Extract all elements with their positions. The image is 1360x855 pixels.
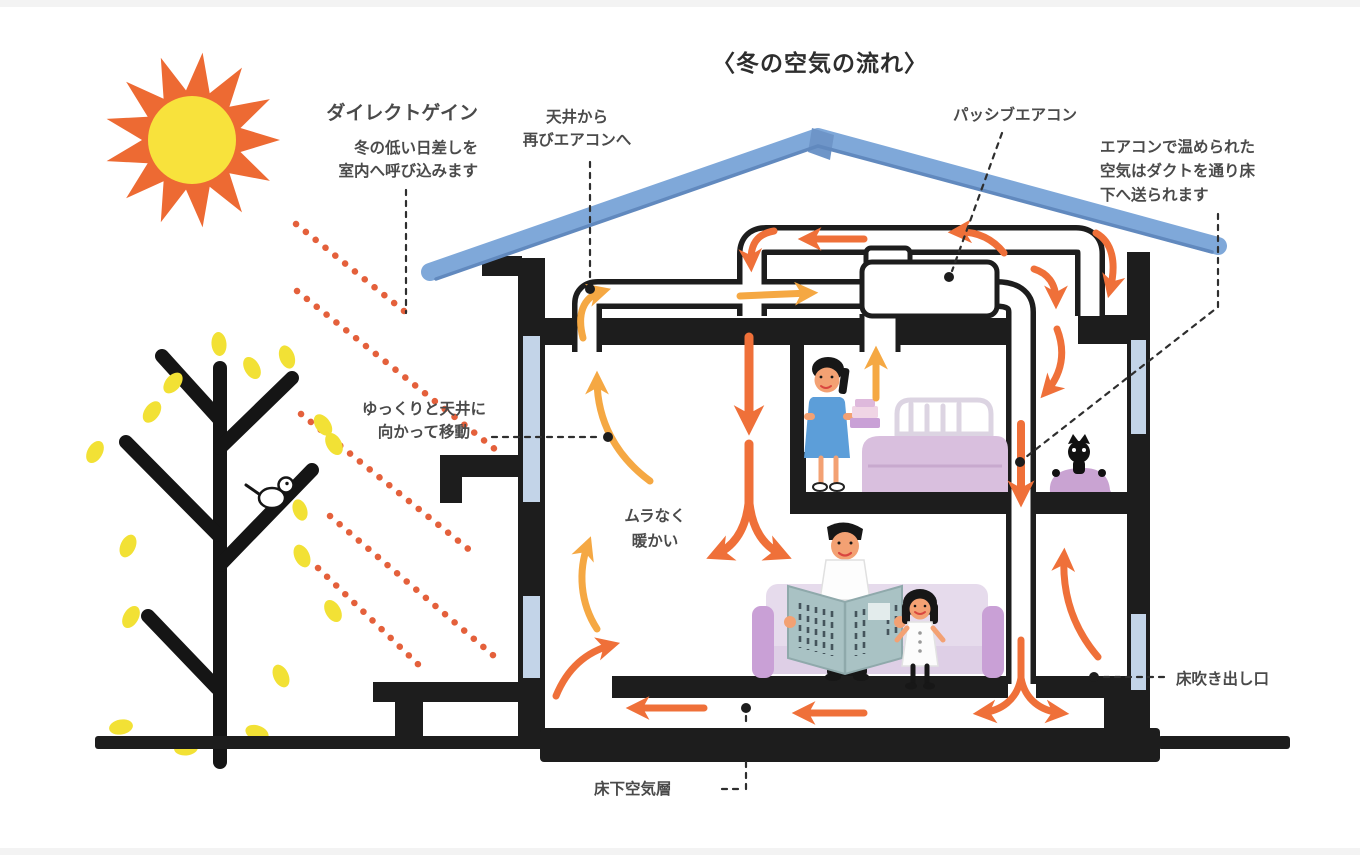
ceiling-beam [899, 318, 1008, 345]
passive-aircon-unit [859, 245, 1000, 319]
bottom-edge-strip [0, 848, 1360, 855]
leader-duct-supply [1024, 212, 1220, 459]
tree-leaves [86, 332, 343, 756]
foundation [540, 728, 1160, 762]
windows [523, 336, 1146, 690]
airflow-arrows-orange [552, 219, 1126, 725]
arrow-atrium-up-2 [571, 536, 601, 633]
label-underfloor-air-layer: 床下空気層 [594, 781, 672, 798]
arrow-outlet-split-right [1017, 674, 1070, 724]
leader-underfloor [720, 714, 748, 791]
ceiling-beam [545, 318, 573, 345]
arrow-topduct-curve [947, 219, 1008, 257]
ground-line [95, 736, 1290, 749]
arrow-duct-rise [577, 283, 612, 342]
top-edge-strip [0, 0, 1360, 7]
foundation-pier [1104, 698, 1150, 730]
deck [373, 682, 533, 702]
right-window-upper [1131, 340, 1146, 434]
newspaper [787, 584, 903, 676]
left-window-lower [523, 596, 540, 678]
page-title: 〈冬の空気の流れ〉 [712, 50, 928, 76]
arrow-nook-down [1040, 325, 1066, 399]
sun-icon [106, 52, 280, 228]
label-ceiling-return: 天井から 再びエアコンへ [522, 109, 632, 150]
label-passive-aircon: パッシブエアコン [953, 107, 1078, 124]
leader-dots [585, 272, 1099, 713]
girl-illustration [894, 589, 946, 690]
label-even-warmth: ムラなく 暖かい [624, 508, 686, 550]
arrow-right-down-2 [1092, 229, 1126, 299]
woman-illustration [804, 357, 880, 492]
left-window-upper [523, 336, 540, 502]
leader-lines [404, 131, 1220, 791]
bird-icon [244, 476, 303, 514]
direct-gain-heading: ダイレクトゲイン [326, 103, 478, 124]
first-floor-slab [612, 676, 1008, 698]
arrow-duct-right [736, 281, 819, 306]
cat-illustration [1049, 434, 1111, 492]
label-floor-outlet: 床吹き出し口 [1176, 671, 1270, 688]
arrow-topduct-elbow [738, 227, 778, 273]
first-floor-slab [1036, 676, 1127, 698]
leader-passive-aircon [950, 131, 1004, 273]
label-duct-supply: エアコンで温められた 空気はダクトを通り床 下へ送られます [1100, 139, 1256, 205]
arrow-split-left [706, 494, 753, 561]
arrow-split-right [745, 494, 792, 561]
arrow-left-outlet-up [552, 637, 621, 700]
arrow-right-room-up [1051, 547, 1102, 661]
ceiling-beam [600, 318, 862, 345]
label-direct-gain: ダイレクトゲイン 冬の低い日差しを 室内へ呼び込みます [238, 100, 478, 183]
bed-illustration [862, 397, 1008, 492]
right-eave-beam [1078, 315, 1150, 344]
arrow-right-down-1 [1030, 265, 1068, 310]
second-floor-step [790, 452, 806, 497]
man-illustration [784, 522, 906, 681]
arrow-atrium-up-1 [585, 370, 654, 485]
deck-post [395, 702, 423, 740]
cake [850, 399, 880, 428]
tree-illustration [86, 332, 343, 769]
roof [421, 128, 1227, 281]
label-slow-rise: ゆっくりと天井に 向かって移動 [361, 401, 486, 442]
right-window-lower [1131, 614, 1146, 690]
second-floor-slab [790, 492, 1127, 514]
